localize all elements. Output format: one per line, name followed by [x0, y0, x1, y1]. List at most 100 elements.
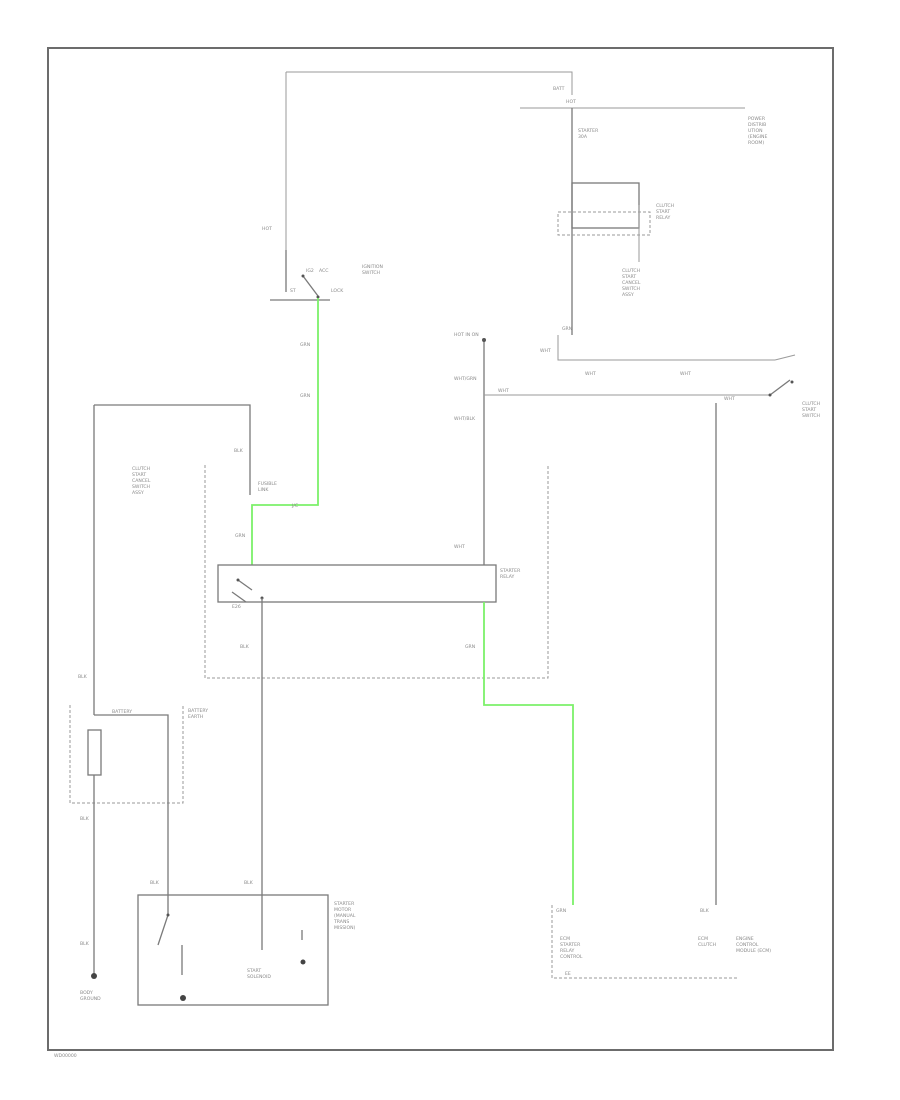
- wire-blk-a: BLK: [234, 448, 244, 454]
- joint-label: J/C: [291, 503, 298, 509]
- green-ignition-wire: [251, 298, 319, 565]
- starter-internal-switch: [157, 892, 306, 1001]
- relay-chain-wire: [557, 335, 775, 361]
- ignition-switch: IG2 ACC ST LOCK IGNITION SWITCH: [270, 250, 383, 301]
- power-dist-4: (ENGINE: [748, 134, 767, 140]
- starter-fuse-1: STARTER: [578, 128, 599, 134]
- clutch-info-2: START: [132, 472, 146, 478]
- ignition-switch-label-2: SWITCH: [362, 270, 380, 276]
- clutch-sw-2: START: [622, 274, 636, 280]
- wire-blk-b: BLK: [240, 644, 250, 650]
- body-ground-1: BODY: [80, 990, 93, 996]
- module-2: CONTROL: [736, 942, 759, 948]
- clutch-switch-top: [774, 354, 796, 361]
- relay-contact-switch: [231, 578, 264, 603]
- wire-blk-e: BLK: [700, 908, 710, 914]
- battery-positive-wire: [94, 714, 169, 892]
- clutch-info-3: CANCEL: [132, 478, 151, 484]
- clutch-info-4: SWITCH: [132, 484, 150, 490]
- clutch-relay-dash: [557, 211, 651, 236]
- ecm-bottom-tag: E26: [232, 604, 241, 610]
- ecm-left-1: ECM: [560, 936, 570, 942]
- ecm-left-3: RELAY: [560, 948, 575, 954]
- clutch-switch-label-3: SWITCH: [802, 413, 820, 419]
- wire-grn-c: GRN: [235, 533, 245, 539]
- fuse-node: [482, 338, 486, 342]
- batt-top-label: BATT: [553, 86, 565, 92]
- ign-pos-acc: ACC: [319, 268, 328, 274]
- power-dist-2: DISTRIB: [748, 122, 766, 128]
- hot-label-2: HOT: [566, 99, 576, 105]
- ecm-left-4: CONTROL: [560, 954, 583, 960]
- clutch-sw-3: CANCEL: [622, 280, 641, 286]
- clutch-start-switch: CLUTCH START SWITCH: [768, 379, 820, 419]
- wire-blk-i: BLK: [150, 880, 160, 886]
- clutch-sw-4: SWITCH: [622, 286, 640, 292]
- wire-wht-grn: WHT/GRN: [454, 376, 477, 382]
- ecm-right-2: CLUTCH: [698, 942, 716, 948]
- battery-loop-top-wire: [94, 404, 251, 495]
- fusible-label-1: FUSIBLE: [258, 481, 277, 487]
- clutch-relay-1: CLUTCH: [656, 203, 674, 209]
- wire-blk-f: BLK: [78, 674, 88, 680]
- starter-motor-3: (MANUAL: [334, 913, 356, 919]
- clutch-signal-tag: WHT: [724, 396, 735, 402]
- ecm-boundary: [204, 465, 549, 679]
- clutch-relay-3: RELAY: [656, 215, 671, 221]
- wire-blk-g: BLK: [80, 816, 90, 822]
- clutch-relay-2: START: [656, 209, 670, 215]
- clutch-switch-label-2: START: [802, 407, 816, 413]
- footer-code: WD00000: [54, 1053, 77, 1059]
- power-dist-3: UTION: [748, 128, 763, 134]
- module-1: ENGINE: [736, 936, 754, 942]
- starter-motor-2: MOTOR: [334, 907, 352, 913]
- wire-grn-d: GRN: [465, 644, 475, 650]
- clutch-switch-label-1: CLUTCH: [802, 401, 820, 407]
- ecm-ground: EE: [565, 971, 571, 977]
- ignition-switch-label-1: IGNITION: [362, 264, 383, 270]
- power-dist-5: ROOM): [748, 140, 764, 146]
- ign-pos-lock: LOCK: [331, 288, 344, 294]
- wire-wht-b: WHT: [454, 544, 465, 550]
- starter-fuse-2: 30A: [578, 134, 588, 140]
- relay-lbl-3: WHT: [540, 348, 551, 354]
- relay-block-label-1: STARTER: [500, 568, 521, 574]
- starter-motor-4: TRANS: [333, 919, 349, 925]
- starter-motor-box: [137, 894, 329, 1006]
- starter-motor-5: MISSION): [334, 925, 356, 931]
- start-solenoid-2: SOLENOID: [247, 974, 271, 980]
- ign-pos-ig2: IG2: [306, 268, 314, 274]
- diagram-frame: [47, 47, 834, 1051]
- wire-wht-grn-2: WHT/BLK: [454, 416, 476, 422]
- clutch-start-relay-box: [571, 182, 640, 229]
- wire-grn-b: GRN: [300, 393, 310, 399]
- ign-pos-st: ST: [290, 288, 296, 294]
- battery-dash-box: [69, 705, 184, 804]
- clutch-sw-5: ASSY: [622, 292, 634, 298]
- power-dist-1: POWER: [748, 116, 766, 122]
- relay-lbl-2: WHT: [680, 371, 691, 377]
- battery-cell: [87, 729, 102, 776]
- relay-block-label-2: RELAY: [500, 574, 515, 580]
- hot-feed-label: HOT: [262, 226, 272, 232]
- battery-earth-1: BATTERY: [188, 708, 208, 714]
- body-ground-symbol: [91, 973, 97, 979]
- battery-label: BATTERY: [112, 709, 132, 715]
- ecm-right-1: ECM: [698, 936, 708, 942]
- module-3: MODULE (ECM): [736, 948, 771, 954]
- body-ground-2: GROUND: [80, 996, 101, 1002]
- clutch-info-1: CLUTCH: [132, 466, 150, 472]
- fuse-feed-label: HOT IN ON: [454, 332, 479, 338]
- fusible-label-2: LINK: [258, 487, 269, 493]
- starter-motor-1: STARTER: [334, 901, 355, 907]
- battery-top-wire: [286, 71, 573, 95]
- wire-wht-c: WHT: [498, 388, 509, 394]
- relay-lbl-1: WHT: [585, 371, 596, 377]
- starter-relay-block: [217, 564, 497, 603]
- clutch-sw-1: CLUTCH: [622, 268, 640, 274]
- ecm-left-2: STARTER: [560, 942, 581, 948]
- clutch-info-5: ASSY: [132, 490, 144, 496]
- wire-grn-f: GRN: [556, 908, 566, 914]
